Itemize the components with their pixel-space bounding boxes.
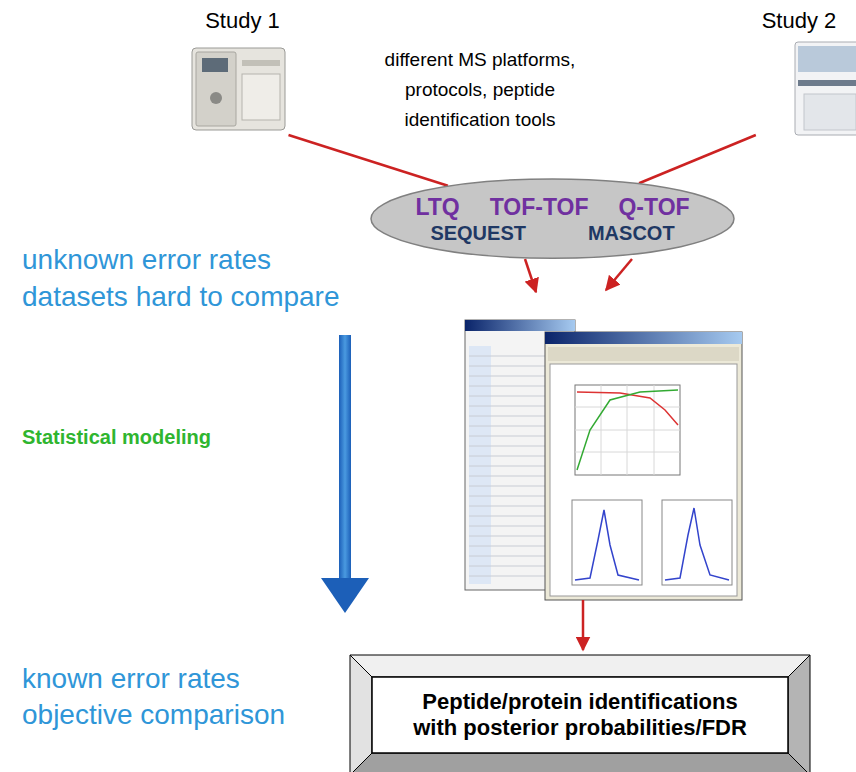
- platform-name: MASCOT: [588, 221, 675, 245]
- outcome-note: objective comparison: [22, 698, 285, 732]
- platform-name: TOF-TOF: [490, 193, 589, 221]
- platform-name: Q-TOF: [618, 193, 689, 221]
- histogram-curve: [665, 508, 729, 580]
- instrument-slot: [242, 60, 280, 66]
- study-heading: Study 2: [762, 8, 837, 34]
- study-instrument: Study 1: [185, 8, 300, 135]
- problem-note: unknown error rates: [22, 243, 271, 277]
- outcome-note: known error rates: [22, 662, 240, 696]
- study-instrument: Study 2: [745, 8, 853, 135]
- window-title-bar: [465, 320, 575, 331]
- result-box: Peptide/protein identifications with pos…: [350, 655, 810, 772]
- instrument-body: [795, 42, 856, 135]
- frame-bevel: [350, 655, 372, 772]
- plot-curve: [577, 392, 678, 425]
- process-label: Statistical modeling: [22, 425, 211, 449]
- plot-curve: [577, 390, 678, 470]
- process-arrow: [321, 335, 369, 613]
- frame-inner: [372, 677, 788, 753]
- platform-ellipse: LTQ TOF-TOF Q-TOF SEQUEST MASCOT: [370, 178, 735, 259]
- study-heading: Study 1: [205, 8, 280, 34]
- flow-arrow: [606, 259, 632, 290]
- instrument-panel: [196, 52, 236, 126]
- instrument-panel: [798, 46, 856, 72]
- window-content: [550, 364, 737, 596]
- instrument-screen: [202, 58, 228, 72]
- window-toolbar: [548, 347, 739, 361]
- instrument-knob: [210, 92, 222, 104]
- arrow-shaft: [339, 335, 351, 580]
- platform-link: [639, 135, 756, 183]
- platform-name: SEQUEST: [430, 221, 526, 245]
- platform-name: LTQ: [415, 193, 459, 221]
- text-row: LTQ TOF-TOF Q-TOF: [415, 193, 689, 221]
- ms-instrument-2: [795, 42, 856, 135]
- platform-link: [289, 135, 448, 186]
- frame-bevel: [788, 655, 810, 772]
- histogram-frame: [572, 500, 642, 585]
- flow-arrow: [525, 259, 536, 292]
- window-title-bar: [545, 332, 742, 344]
- flow-arrow: [582, 600, 585, 650]
- plot-grid: [575, 385, 680, 475]
- ms-instrument-1: [192, 48, 285, 130]
- problem-note: datasets hard to compare: [22, 280, 340, 314]
- histogram-curve: [575, 510, 639, 580]
- text-row: SEQUEST MASCOT: [430, 221, 674, 245]
- plot-frame: [575, 385, 680, 475]
- screenshot-report: [545, 332, 742, 600]
- instrument-door: [242, 74, 280, 120]
- instrument-door: [804, 94, 856, 130]
- frame-bevel: [350, 753, 810, 772]
- frame-bevel: [350, 655, 810, 677]
- context-note: different MS platforms, protocols, pepti…: [350, 45, 610, 135]
- result-text: Peptide/protein identifications with pos…: [400, 689, 760, 741]
- table-column: [469, 346, 491, 584]
- instrument-strip: [798, 80, 856, 86]
- histogram-frame: [662, 500, 732, 585]
- arrow-head: [321, 578, 369, 613]
- instrument-body: [192, 48, 285, 130]
- ellipse-shape: [371, 179, 734, 258]
- window-frame: [545, 332, 742, 600]
